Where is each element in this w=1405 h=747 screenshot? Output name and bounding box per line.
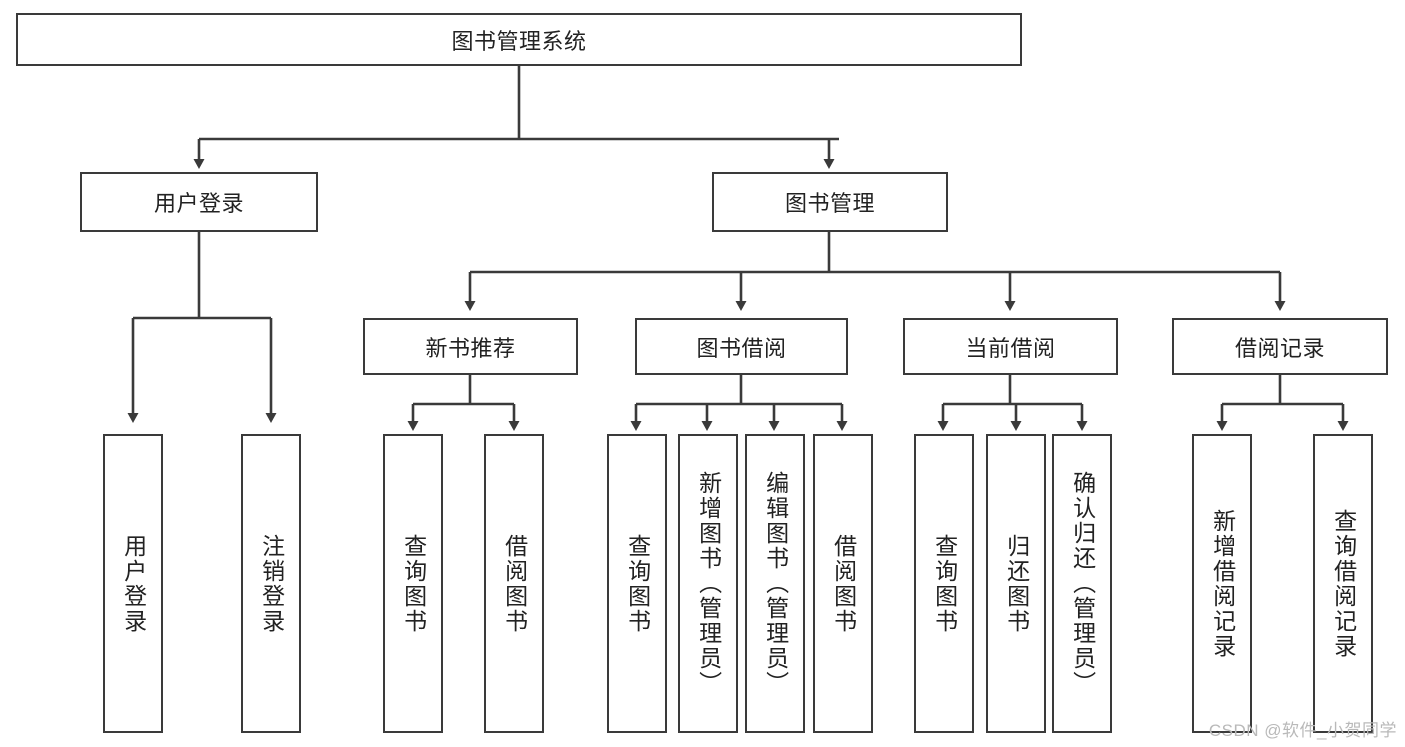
node-leaf-book-borrow-1-label: 查询图书 xyxy=(624,533,651,634)
node-leaf-current-borrow-3[interactable]: 确认归还（管理员） xyxy=(1052,434,1112,733)
node-leaf-current-borrow-2[interactable]: 归还图书 xyxy=(986,434,1046,733)
node-leaf-book-borrow-4[interactable]: 借阅图书 xyxy=(813,434,873,733)
node-leaf-user-login-2[interactable]: 注销登录 xyxy=(241,434,301,733)
node-current-borrow[interactable]: 当前借阅 xyxy=(903,318,1118,375)
node-leaf-new-book-rec-2-label: 借阅图书 xyxy=(501,533,528,634)
node-leaf-current-borrow-2-label: 归还图书 xyxy=(1003,533,1030,634)
node-leaf-book-borrow-4-label: 借阅图书 xyxy=(830,533,857,634)
node-book-manage[interactable]: 图书管理 xyxy=(712,172,948,232)
node-leaf-new-book-rec-1-label: 查询图书 xyxy=(400,533,427,634)
node-leaf-book-borrow-2-label: 新增图书（管理员） xyxy=(695,471,722,696)
node-borrow-record[interactable]: 借阅记录 xyxy=(1172,318,1388,375)
watermark-text: CSDN @软件_小贺同学 xyxy=(1208,721,1397,740)
node-leaf-current-borrow-1[interactable]: 查询图书 xyxy=(914,434,974,733)
node-borrow-record-label: 借阅记录 xyxy=(1234,335,1325,361)
node-user-login-label: 用户登录 xyxy=(153,191,244,216)
node-leaf-book-borrow-3-label: 编辑图书（管理员） xyxy=(762,471,789,696)
node-root[interactable]: 图书管理系统 xyxy=(16,13,1022,66)
node-user-login[interactable]: 用户登录 xyxy=(80,172,318,232)
node-leaf-user-login-1-label: 用户登录 xyxy=(120,533,147,634)
node-new-book-rec[interactable]: 新书推荐 xyxy=(363,318,578,375)
node-leaf-current-borrow-1-label: 查询图书 xyxy=(931,533,958,634)
node-leaf-borrow-record-1-label: 新增借阅记录 xyxy=(1209,508,1236,659)
node-book-borrow-label: 图书借阅 xyxy=(696,335,787,361)
node-leaf-book-borrow-3[interactable]: 编辑图书（管理员） xyxy=(745,434,805,733)
node-new-book-rec-label: 新书推荐 xyxy=(425,335,516,361)
node-current-borrow-label: 当前借阅 xyxy=(965,335,1056,361)
node-leaf-borrow-record-2[interactable]: 查询借阅记录 xyxy=(1313,434,1373,733)
node-leaf-user-login-2-label: 注销登录 xyxy=(258,533,285,634)
node-leaf-book-borrow-2[interactable]: 新增图书（管理员） xyxy=(678,434,738,733)
node-book-manage-label: 图书管理 xyxy=(784,191,875,216)
node-leaf-borrow-record-2-label: 查询借阅记录 xyxy=(1330,508,1357,659)
node-leaf-borrow-record-1[interactable]: 新增借阅记录 xyxy=(1192,434,1252,733)
node-root-label: 图书管理系统 xyxy=(451,28,587,54)
node-leaf-current-borrow-3-label: 确认归还（管理员） xyxy=(1069,471,1096,696)
node-leaf-user-login-1[interactable]: 用户登录 xyxy=(103,434,163,733)
node-book-borrow[interactable]: 图书借阅 xyxy=(635,318,848,375)
node-leaf-book-borrow-1[interactable]: 查询图书 xyxy=(607,434,667,733)
node-leaf-new-book-rec-2[interactable]: 借阅图书 xyxy=(484,434,544,733)
node-leaf-new-book-rec-1[interactable]: 查询图书 xyxy=(383,434,443,733)
